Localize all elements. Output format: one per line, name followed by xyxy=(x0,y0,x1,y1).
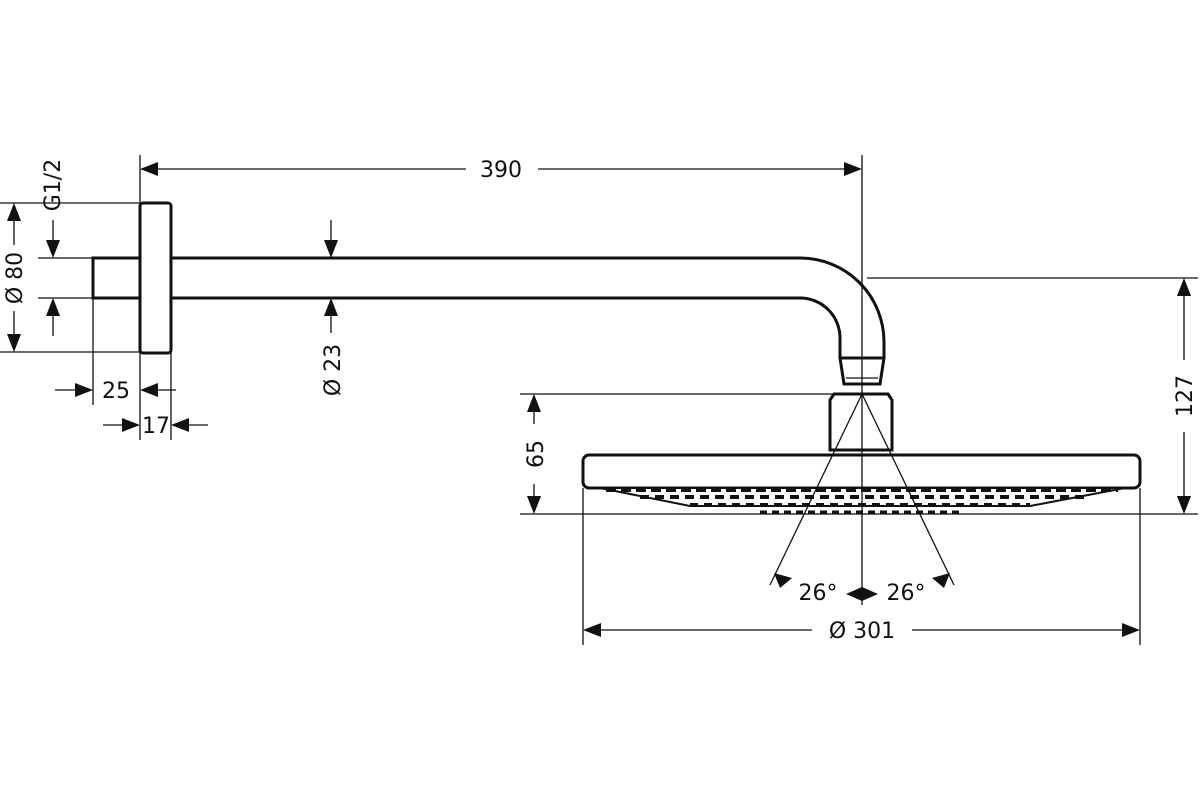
arrow-angle-right-outer xyxy=(932,573,950,588)
dim-length: 390 xyxy=(140,158,862,183)
flange-diameter-label: Ø 80 xyxy=(3,252,28,304)
nipple-length-label: 25 xyxy=(102,379,130,404)
arrow-g12-top xyxy=(46,240,60,258)
head-height-label: 65 xyxy=(524,440,549,468)
arrow-angle-left-inner xyxy=(846,587,862,601)
dim-head-diameter: Ø 301 xyxy=(583,619,1140,644)
arrow-301-right xyxy=(1122,623,1140,637)
wall-flange xyxy=(138,201,173,355)
spray-angle-right-label: 26° xyxy=(887,581,926,606)
pipe-diameter-label: Ø 23 xyxy=(321,344,346,396)
dim-flange: Ø 80 xyxy=(3,203,28,352)
dim-head-height: 65 xyxy=(524,394,549,514)
arrow-g12-bottom xyxy=(46,298,60,316)
arrow-80-bottom xyxy=(7,334,21,352)
arrow-390-left xyxy=(140,162,158,176)
head-neck xyxy=(828,392,894,452)
arrow-127-top xyxy=(1177,278,1191,296)
thread-label: G1/2 xyxy=(41,159,66,211)
arrow-65-top xyxy=(527,394,541,412)
dim-thread: G1/2 xyxy=(41,159,66,336)
mask-80 xyxy=(3,245,25,311)
arrow-25-right xyxy=(140,383,158,397)
arrow-390-right xyxy=(844,162,862,176)
arrow-17-right xyxy=(171,418,189,432)
length-label: 390 xyxy=(480,158,522,183)
dim-spray-angle: 26° 26° xyxy=(774,573,950,606)
extension-lines xyxy=(0,155,1198,645)
dim-nipple: 25 xyxy=(55,379,176,404)
arrow-17-left xyxy=(122,418,140,432)
arrow-23-bottom xyxy=(324,298,338,316)
shower-arm xyxy=(91,201,894,452)
arrow-angle-right-inner xyxy=(862,587,878,601)
arrow-301-left xyxy=(583,623,601,637)
dim-flange-depth: 17 xyxy=(103,414,208,439)
spray-line-right xyxy=(861,393,955,586)
spray-angle-left-label: 26° xyxy=(799,581,838,606)
head-diameter-label: Ø 301 xyxy=(829,619,895,644)
arm-pipe-bottom xyxy=(171,296,842,358)
arrow-23-top xyxy=(324,240,338,258)
dim-pipe: Ø 23 xyxy=(321,220,346,396)
arrow-127-bottom xyxy=(1177,496,1191,514)
arrow-65-bottom xyxy=(527,496,541,514)
flange-depth-label: 17 xyxy=(142,414,170,439)
dim-total-drop: 127 xyxy=(1173,278,1198,514)
arrow-angle-left-outer xyxy=(774,573,792,588)
nipple xyxy=(91,256,142,300)
total-drop-label: 127 xyxy=(1173,375,1198,417)
spray-line-left xyxy=(769,393,863,586)
arrow-25-left xyxy=(75,383,93,397)
arrow-80-top xyxy=(7,203,21,221)
